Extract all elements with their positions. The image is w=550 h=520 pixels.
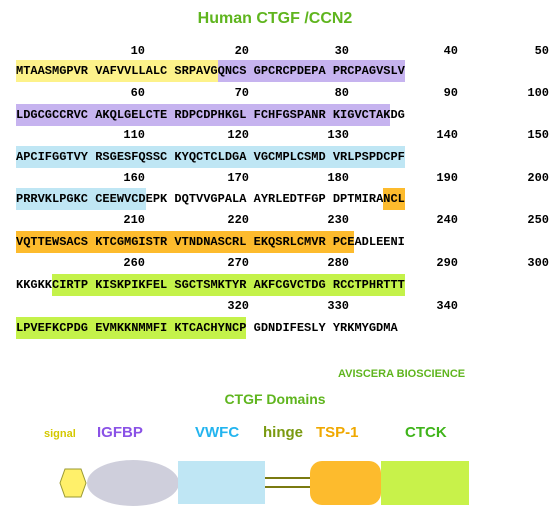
sequence-segment: CIRTP KISKPIKFEL SGCTSMKTYR AKFCGVCTDG R… (52, 274, 405, 296)
position-number-row: 110 120 130 140 150 (0, 128, 550, 144)
position-number: 10 (130, 44, 145, 58)
position-number: 130 (327, 128, 349, 142)
igfbp-domain-shape (87, 460, 179, 506)
sequence-row: VQTTEWSACS KTCGMGISTR VTNDNASCRL EKQSRLC… (16, 231, 405, 253)
position-number: 240 (436, 213, 458, 227)
legend-tsp1: TSP-1 (316, 424, 359, 441)
position-number-row: 160 170 180 190 200 (0, 171, 550, 187)
legend-signal: signal (44, 428, 76, 440)
vwfc-domain-shape (178, 461, 265, 504)
tsp1-domain-shape (310, 461, 381, 505)
position-number: 340 (436, 299, 458, 313)
ctck-domain-shape (381, 461, 469, 505)
signal-domain-shape (59, 468, 87, 498)
position-number: 210 (123, 213, 145, 227)
position-number: 160 (123, 171, 145, 185)
position-number-row: 320 330 340 (0, 299, 550, 315)
position-number: 260 (123, 256, 145, 270)
sequence-segment: PRRVKLPGKC CEEWVCD (16, 188, 146, 210)
sequence-row: LPVEFKCPDG EVMKKNMMFI KTCACHYNCP GDNDIFE… (16, 317, 398, 339)
position-number: 330 (327, 299, 349, 313)
sequence-segment: LDGCGCCRVC AKQLGELCTE RDPCDPHKGL FCHFGSP… (16, 104, 391, 126)
sequence-row: APCIFGGTVY RSGESFQSSC KYQCTCLDGA VGCMPLC… (16, 146, 405, 168)
position-number: 190 (436, 171, 458, 185)
position-number: 280 (327, 256, 349, 270)
position-number: 230 (327, 213, 349, 227)
position-number: 50 (534, 44, 549, 58)
position-number-row: 260 270 280 290 300 (0, 256, 550, 272)
position-number: 40 (443, 44, 458, 58)
position-number: 220 (227, 213, 249, 227)
sequence-row: PRRVKLPGKC CEEWVCDEPK DQTVVGPALA AYRLEDT… (16, 188, 405, 210)
position-number: 110 (123, 128, 145, 142)
position-number: 180 (327, 171, 349, 185)
legend-ctck: CTCK (405, 424, 447, 441)
sequence-row: KKGKKCIRTP KISKPIKFEL SGCTSMKTYR AKFCGVC… (16, 274, 405, 296)
position-number: 270 (227, 256, 249, 270)
position-number: 170 (227, 171, 249, 185)
position-number: 100 (527, 86, 549, 100)
legend-hinge: hinge (263, 424, 303, 441)
position-number: 70 (234, 86, 249, 100)
position-number: 20 (234, 44, 249, 58)
domain-diagram (59, 460, 469, 506)
position-number: 30 (334, 44, 349, 58)
figure-title: Human CTGF /CCN2 (197, 10, 353, 27)
position-number: 150 (527, 128, 549, 142)
sequence-segment: EPK DQTVVGPALA AYRLEDTFGP DPTMIRA (145, 192, 384, 206)
sequence-segment: APCIFGGTVY RSGESFQSSC KYQCTCLDGA VGCMPLC… (16, 146, 405, 168)
sequence-row: LDGCGCCRVC AKQLGELCTE RDPCDPHKGL FCHFGSP… (16, 104, 405, 126)
position-number: 250 (527, 213, 549, 227)
company-name: AVISCERA BIOSCIENCE (338, 368, 466, 380)
sequence-segment: MTAASMGPVR VAFVVLLALC SRPAVG (16, 60, 218, 82)
legend-vwfc: VWFC (195, 424, 240, 441)
domains-title: CTGF Domains (224, 391, 326, 407)
position-number: 90 (443, 86, 458, 100)
sequence-segment: KKGKK (16, 278, 53, 292)
position-number: 120 (227, 128, 249, 142)
position-number: 80 (334, 86, 349, 100)
legend-igfbp: IGFBP (97, 424, 143, 441)
sequence-segment: GDNDIFESLY YRKMYGDMA (246, 321, 398, 335)
position-number-row: 210 220 230 240 250 (0, 213, 550, 229)
sequence-segment: LPVEFKCPDG EVMKKNMMFI KTCACHYNCP (16, 317, 247, 339)
sequence-segment: DG (390, 108, 405, 122)
position-number: 300 (527, 256, 549, 270)
position-number: 290 (436, 256, 458, 270)
position-number: 200 (527, 171, 549, 185)
position-number: 320 (227, 299, 249, 313)
sequence-segment: ADLEENI (354, 235, 405, 249)
sequence-segment: VQTTEWSACS KTCGMGISTR VTNDNASCRL EKQSRLC… (16, 231, 355, 253)
sequence-segment: NCL (383, 188, 405, 210)
position-number: 60 (130, 86, 145, 100)
position-number-row: 60 70 80 90 100 (0, 86, 550, 102)
position-number-row: 10 20 30 40 50 (0, 44, 550, 60)
position-number: 140 (436, 128, 458, 142)
sequence-segment: QNCS GPCRCPDEPA PRCPAGVSLV (217, 60, 405, 82)
sequence-row: MTAASMGPVR VAFVVLLALC SRPAVGQNCS GPCRCPD… (16, 60, 405, 82)
